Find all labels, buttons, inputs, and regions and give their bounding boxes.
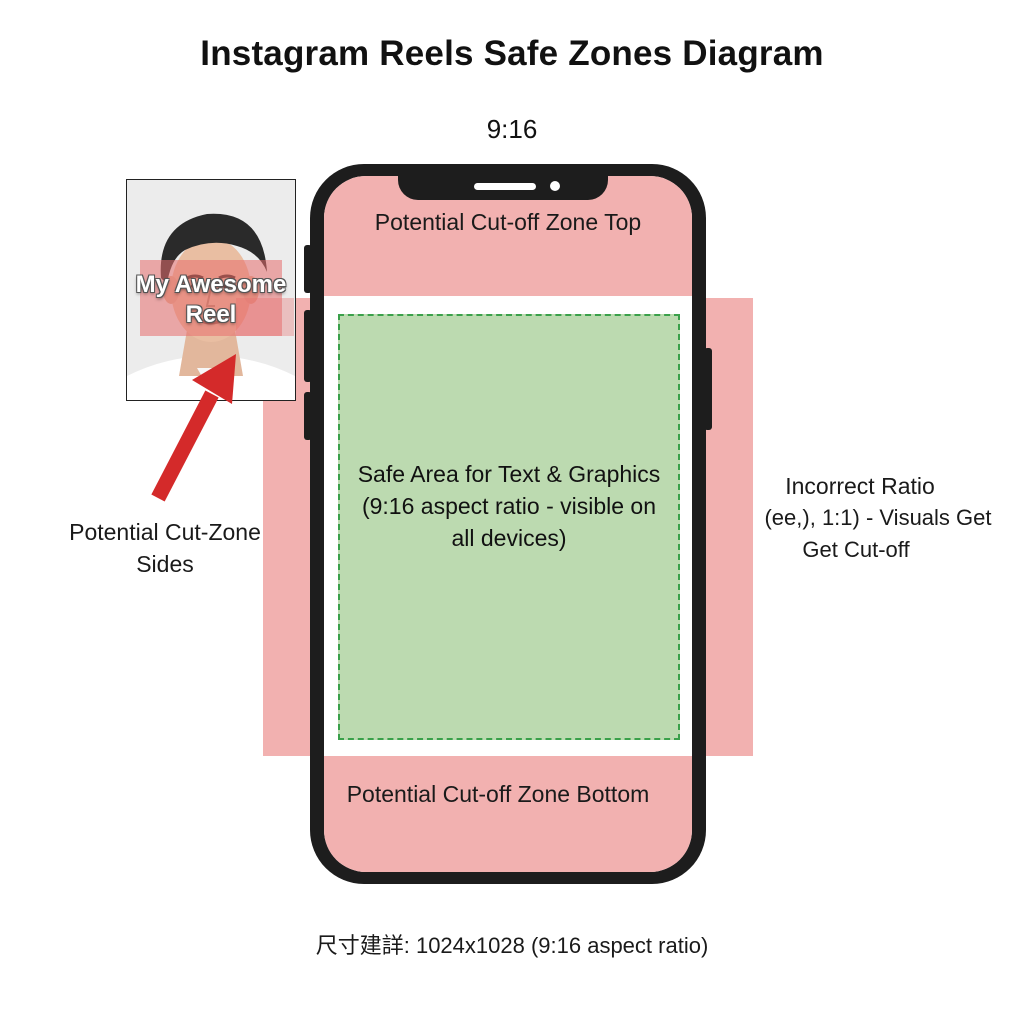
phone-button-left-2: [304, 310, 312, 382]
phone-screen: Potential Cut-off Zone Top Safe Area for…: [324, 176, 692, 872]
speaker-icon: [474, 183, 536, 190]
incorrect-ratio-line-1: (ee,), 1:1) - Visuals Get: [764, 505, 992, 530]
aspect-ratio-label: 9:16: [486, 114, 538, 144]
thumbnail-overlay-extension: [236, 298, 294, 336]
cutoff-zone-top-label: Potential Cut-off Zone Top: [374, 209, 642, 235]
dimensions-footer: 尺寸建詳: 1024x1028 (9:16 aspect ratio): [315, 933, 709, 958]
cutoff-zone-bottom: Potential Cut-off Zone Bottom: [324, 756, 692, 872]
arrow-icon: [151, 354, 236, 502]
phone-button-right: [704, 348, 712, 430]
phone-button-left-3: [304, 392, 312, 440]
safe-area: Safe Area for Text & Graphics (9:16 aspe…: [338, 314, 680, 740]
camera-icon: [550, 181, 560, 191]
incorrect-ratio-title: Incorrect Ratio: [785, 473, 935, 499]
cutoff-zone-bottom-label: Potential Cut-off Zone Bottom: [346, 781, 650, 807]
safe-area-label: Safe Area for Text & Graphics (9:16 aspe…: [357, 461, 661, 551]
thumbnail-text-overlay: [140, 260, 282, 336]
cut-zone-sides-label: Potential Cut-Zone Sides: [69, 519, 261, 577]
incorrect-ratio-line-2: Get Cut-off: [802, 537, 910, 562]
phone-notch: [398, 164, 608, 200]
phone-button-left-1: [304, 245, 312, 293]
thumbnail-title: My Awesome Reel: [135, 271, 287, 328]
diagram-title: Instagram Reels Safe Zones Diagram: [200, 34, 824, 73]
